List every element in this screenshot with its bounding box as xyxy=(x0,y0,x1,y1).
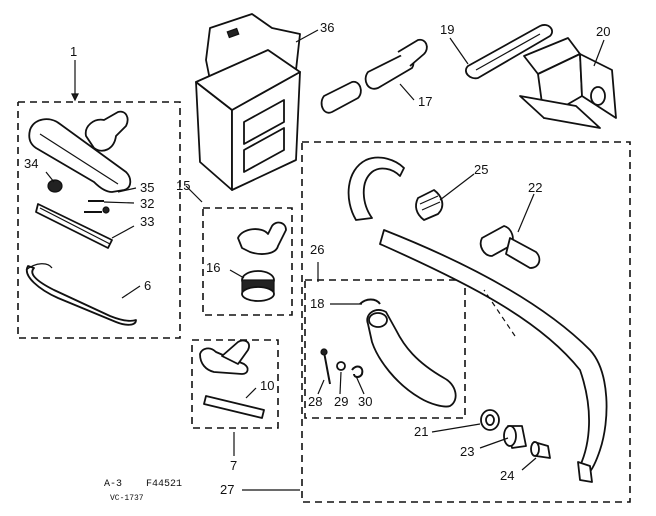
group-box-7 xyxy=(191,339,279,429)
group-box-26 xyxy=(304,279,466,419)
coupling-24 xyxy=(530,441,551,459)
spring-clip-6 xyxy=(25,263,137,326)
drawing-number: F44521 xyxy=(146,479,182,490)
callout-20: 20 xyxy=(596,24,610,39)
hose-25 xyxy=(347,156,608,475)
elbow-26 xyxy=(366,309,457,408)
screws-28-30 xyxy=(320,348,364,385)
wand-17 xyxy=(320,38,428,114)
callout-21: 21 xyxy=(414,424,428,439)
callout-10: 10 xyxy=(260,378,274,393)
crevice-tool-19 xyxy=(465,24,553,80)
callout-26: 26 xyxy=(310,242,324,257)
callout-17: 17 xyxy=(418,94,432,109)
group-box-27 xyxy=(301,141,631,503)
callout-16: 16 xyxy=(206,260,220,275)
callout-15: 15 xyxy=(176,178,190,193)
bristle-strip-33 xyxy=(35,203,113,249)
leader-lines xyxy=(45,29,605,491)
callout-19: 19 xyxy=(440,22,454,37)
callout-34: 34 xyxy=(24,156,38,171)
callout-22: 22 xyxy=(528,180,542,195)
bracket-20 xyxy=(519,37,617,129)
callout-18: 18 xyxy=(310,296,324,311)
storage-rack-36 xyxy=(195,13,301,191)
callout-32: 32 xyxy=(140,196,154,211)
callout-35: 35 xyxy=(140,180,154,195)
callout-25: 25 xyxy=(474,162,488,177)
coupling-21 xyxy=(480,409,500,431)
small-floor-tool-7 xyxy=(199,339,265,419)
footer-codes: A-3 F44521 VC-1737 xyxy=(104,479,182,503)
callout-36: 36 xyxy=(320,20,334,35)
upholstery-tool-16 xyxy=(237,221,287,302)
small-part-34 xyxy=(47,179,63,193)
small-parts-32-35 xyxy=(84,200,110,214)
callout-6: 6 xyxy=(144,278,151,293)
callout-1: 1 xyxy=(70,44,77,59)
group-box-15 xyxy=(202,207,293,316)
callout-7: 7 xyxy=(230,458,237,473)
callout-23: 23 xyxy=(460,444,474,459)
callout-28: 28 xyxy=(308,394,322,409)
callout-30: 30 xyxy=(358,394,372,409)
hose-end-27 xyxy=(577,461,593,483)
callout-27: 27 xyxy=(220,482,234,497)
catalog-code: VC-1737 xyxy=(110,494,144,503)
clip-18 xyxy=(359,298,381,305)
callout-24: 24 xyxy=(500,468,514,483)
fitting-22 xyxy=(479,225,541,269)
callouts: 1 34 35 32 33 6 15 16 10 7 36 17 19 20 2… xyxy=(24,20,610,497)
callout-33: 33 xyxy=(140,214,154,229)
ref-code: A-3 xyxy=(104,479,122,490)
floor-tool xyxy=(28,110,132,193)
coupling-23 xyxy=(503,425,527,449)
group-box-1 xyxy=(17,101,181,339)
callout-29: 29 xyxy=(334,394,348,409)
group-boxes xyxy=(17,101,631,503)
